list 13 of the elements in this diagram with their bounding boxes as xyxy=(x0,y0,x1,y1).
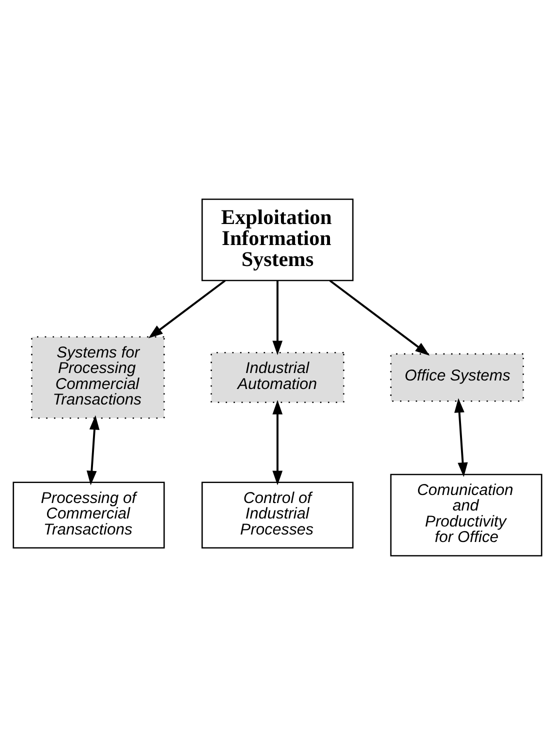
arrow xyxy=(329,279,430,356)
arrow xyxy=(272,399,283,485)
node-box: Systems for Processing Commercial Transactions xyxy=(31,336,165,418)
node-box: Industrial Automation xyxy=(210,351,344,403)
node-box: Comunication and Productivity for Office xyxy=(390,473,542,556)
node-box: Exploitation Information Systems xyxy=(201,198,354,281)
arrow xyxy=(454,398,468,476)
arrow xyxy=(272,280,283,355)
node-box: Processing of Commercial Transactions xyxy=(12,481,165,548)
node-box: Control of Industrial Processes xyxy=(201,481,354,548)
arrow xyxy=(86,414,100,485)
node-box: Office Systems xyxy=(390,352,524,402)
arrow xyxy=(148,279,226,338)
